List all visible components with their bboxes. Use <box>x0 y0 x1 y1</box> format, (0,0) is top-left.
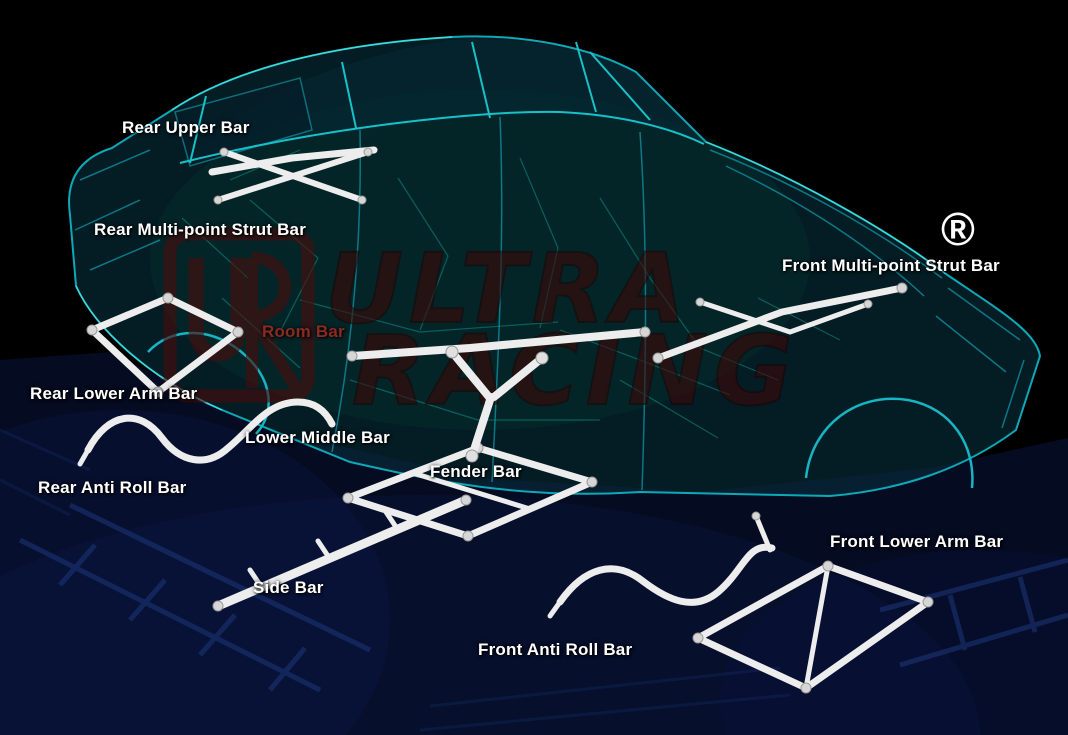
bars-layer <box>77 146 934 694</box>
label-rear-upper-bar: Rear Upper Bar <box>122 118 250 137</box>
label-rear-multi-point-strut-bar: Rear Multi-point Strut Bar <box>94 220 307 239</box>
label-front-anti-roll-bar: Front Anti Roll Bar <box>478 640 633 659</box>
front-anti-roll-bar-graphic <box>547 511 776 619</box>
registered-trademark: ® <box>941 203 975 255</box>
label-rear-anti-roll-bar: Rear Anti Roll Bar <box>38 478 187 497</box>
bottom-chassis-graphic <box>0 352 1068 735</box>
label-fender-bar: Fender Bar <box>430 462 522 481</box>
label-rear-lower-arm-bar: Rear Lower Arm Bar <box>30 384 198 403</box>
watermark-text-line1: ULTRA <box>325 233 692 345</box>
label-side-bar: Side Bar <box>253 578 324 597</box>
watermark-text-line2: RACING <box>352 315 799 427</box>
rear-anti-roll-bar-graphic <box>77 398 336 467</box>
rear-multi-point-strut-bar-graphic <box>213 147 373 205</box>
rear-upper-bar-graphic <box>208 146 378 176</box>
label-front-lower-arm-bar: Front Lower Arm Bar <box>830 532 1004 551</box>
label-front-multi-point-strut-bar: Front Multi-point Strut Bar <box>782 256 1000 275</box>
rear-lower-arm-bar-graphic <box>86 292 244 398</box>
front-lower-arm-bar-graphic <box>692 560 934 694</box>
fender-bar-graphic <box>445 345 549 463</box>
room-bar-graphic <box>346 326 651 362</box>
lower-middle-bar-graphic <box>342 442 598 542</box>
label-room-bar: Room Bar <box>262 322 345 341</box>
side-bar-graphic <box>212 494 472 612</box>
label-lower-middle-bar: Lower Middle Bar <box>245 428 390 447</box>
front-multi-point-strut-bar-graphic <box>652 282 908 364</box>
